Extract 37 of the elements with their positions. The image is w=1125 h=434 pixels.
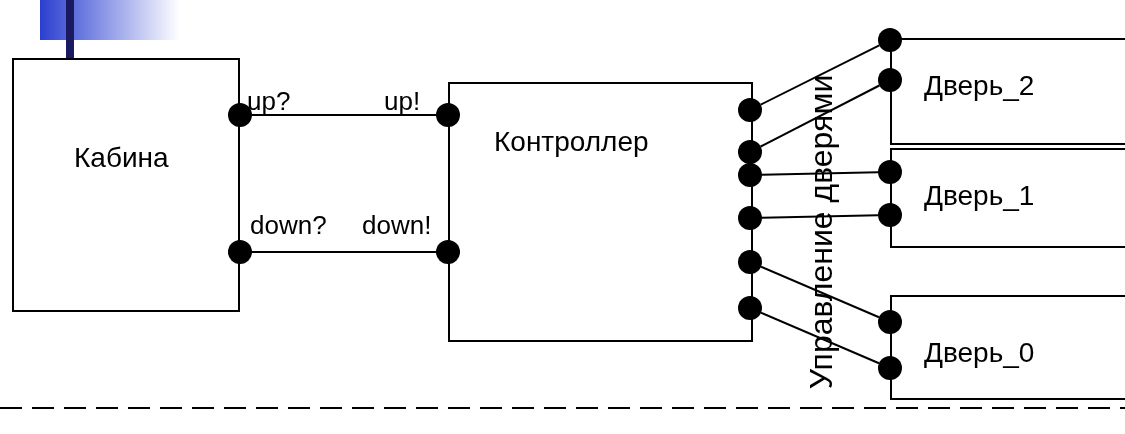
controller-box <box>448 82 753 342</box>
port-dot <box>878 28 902 52</box>
block-label: Кабина <box>74 142 169 174</box>
connector-line <box>761 214 879 219</box>
block-box <box>890 38 1125 145</box>
vertical-label: Управление дверями <box>802 73 840 392</box>
port-dot <box>878 310 902 334</box>
block-label: Дверь_0 <box>924 337 1035 369</box>
port-dot <box>738 250 762 274</box>
port-label: up! <box>384 86 421 117</box>
connector-line <box>761 171 879 176</box>
port-label: down! <box>362 210 432 241</box>
port-dot <box>738 163 762 187</box>
port-dot <box>738 140 762 164</box>
block-label: Контроллер <box>494 126 649 158</box>
port-dot <box>738 98 762 122</box>
block-box <box>12 58 240 312</box>
block-label: Дверь_2 <box>924 70 1035 102</box>
port-label: up? <box>247 86 291 117</box>
port-dot <box>878 356 902 380</box>
port-dot <box>878 203 902 227</box>
port-dot <box>228 240 252 264</box>
port-dot <box>436 240 460 264</box>
port-dot <box>738 206 762 230</box>
port-dot <box>878 68 902 92</box>
connector-line <box>251 114 437 116</box>
port-label: down? <box>250 210 327 241</box>
connector-line <box>759 84 881 148</box>
connector-line <box>251 251 437 253</box>
port-dot <box>878 160 902 184</box>
block-label: Дверь_1 <box>924 180 1035 212</box>
block-box <box>890 295 1125 400</box>
connector-line <box>759 44 881 106</box>
port-dot <box>436 103 460 127</box>
port-dot <box>738 296 762 320</box>
connector-line <box>760 311 880 365</box>
connector-line <box>760 265 880 319</box>
